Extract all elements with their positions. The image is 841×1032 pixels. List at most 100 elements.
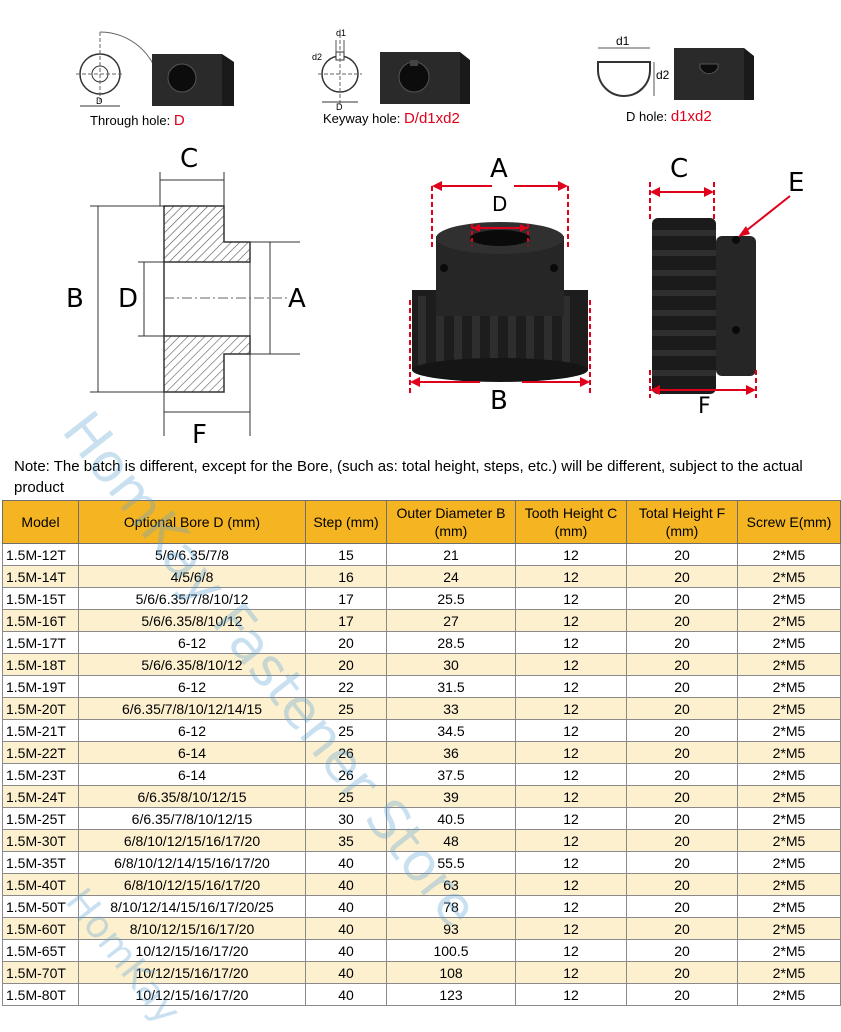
through-hole-d-mark: D: [96, 96, 103, 106]
table-cell: 20: [626, 741, 738, 764]
side-label-f: F: [698, 394, 711, 419]
table-cell: 26: [305, 763, 387, 786]
column-header: Screw E(mm): [737, 500, 841, 544]
table-cell: 20: [626, 873, 738, 896]
table-cell: 2*M5: [737, 675, 841, 698]
table-cell: 33: [386, 697, 516, 720]
table-cell: 20: [626, 565, 738, 588]
table-cell: 12: [515, 895, 627, 918]
column-header: Total Height F (mm): [626, 500, 738, 544]
table-cell: 20: [626, 587, 738, 610]
section-label-b: B: [66, 284, 84, 314]
table-cell: 2*M5: [737, 653, 841, 676]
table-cell: 20: [626, 983, 738, 1006]
front-label-b: B: [490, 386, 508, 416]
table-cell: 31.5: [386, 675, 516, 698]
table-cell: 6/8/10/12/14/15/16/17/20: [78, 851, 306, 874]
gear-side-drawing: [649, 182, 791, 398]
model-cell: 1.5M-25T: [2, 807, 79, 830]
table-cell: 12: [515, 807, 627, 830]
table-cell: 20: [305, 631, 387, 654]
table-cell: 2*M5: [737, 873, 841, 896]
through-hole-drawing: [76, 31, 234, 107]
model-cell: 1.5M-80T: [2, 983, 79, 1006]
table-cell: 20: [626, 631, 738, 654]
table-cell: 2*M5: [737, 719, 841, 742]
table-cell: 5/6/6.35/7/8: [78, 543, 306, 566]
table-cell: 37.5: [386, 763, 516, 786]
table-cell: 27: [386, 609, 516, 632]
table-cell: 10/12/15/16/17/20: [78, 939, 306, 962]
gear-front-drawing: [409, 181, 591, 394]
table-cell: 25.5: [386, 587, 516, 610]
model-cell: 1.5M-23T: [2, 763, 79, 786]
table-cell: 6-14: [78, 763, 306, 786]
model-cell: 1.5M-12T: [2, 543, 79, 566]
model-cell: 1.5M-17T: [2, 631, 79, 654]
table-cell: 17: [305, 587, 387, 610]
table-cell: 30: [305, 807, 387, 830]
table-cell: 2*M5: [737, 939, 841, 962]
table-cell: 24: [386, 565, 516, 588]
column-header: Outer Diameter B (mm): [386, 500, 516, 544]
front-label-d: D: [492, 192, 508, 216]
table-cell: 12: [515, 609, 627, 632]
keyway-hole-label: Keyway hole:: [323, 111, 401, 126]
table-cell: 35: [305, 829, 387, 852]
model-cell: 1.5M-15T: [2, 587, 79, 610]
table-cell: 30: [386, 653, 516, 676]
table-cell: 36: [386, 741, 516, 764]
through-hole-illustration: D Through hole: D: [70, 22, 250, 132]
table-cell: 26: [305, 741, 387, 764]
table-cell: 25: [305, 697, 387, 720]
table-cell: 8/10/12/15/16/17/20: [78, 917, 306, 940]
model-cell: 1.5M-21T: [2, 719, 79, 742]
model-cell: 1.5M-19T: [2, 675, 79, 698]
table-cell: 20: [305, 653, 387, 676]
table-cell: 48: [386, 829, 516, 852]
table-cell: 2*M5: [737, 983, 841, 1006]
table-cell: 6-12: [78, 719, 306, 742]
table-cell: 20: [626, 675, 738, 698]
keyway-d-mark: D: [336, 102, 343, 112]
d-hole-d1-mark: d1: [616, 34, 630, 48]
table-cell: 2*M5: [737, 763, 841, 786]
section-label-f: F: [192, 420, 207, 450]
table-cell: 12: [515, 719, 627, 742]
table-cell: 25: [305, 785, 387, 808]
table-cell: 16: [305, 565, 387, 588]
model-cell: 1.5M-65T: [2, 939, 79, 962]
table-cell: 2*M5: [737, 917, 841, 940]
table-cell: 34.5: [386, 719, 516, 742]
table-cell: 12: [515, 653, 627, 676]
model-cell: 1.5M-24T: [2, 785, 79, 808]
table-cell: 10/12/15/16/17/20: [78, 983, 306, 1006]
table-cell: 6/8/10/12/15/16/17/20: [78, 829, 306, 852]
model-cell: 1.5M-14T: [2, 565, 79, 588]
table-cell: 2*M5: [737, 565, 841, 588]
table-cell: 20: [626, 543, 738, 566]
table-cell: 20: [626, 851, 738, 874]
table-cell: 2*M5: [737, 741, 841, 764]
table-cell: 12: [515, 939, 627, 962]
table-cell: 6/6.35/7/8/10/12/14/15: [78, 697, 306, 720]
table-cell: 20: [626, 763, 738, 786]
d-hole-value: d1xd2: [670, 108, 712, 125]
keyway-hole-illustration: d1 d2 D Keyway hole: D/d1xd2: [310, 22, 510, 132]
table-cell: 20: [626, 697, 738, 720]
table-cell: 40: [305, 895, 387, 918]
gear-photo-side: C E F: [630, 150, 840, 430]
table-cell: 2*M5: [737, 785, 841, 808]
model-cell: 1.5M-40T: [2, 873, 79, 896]
